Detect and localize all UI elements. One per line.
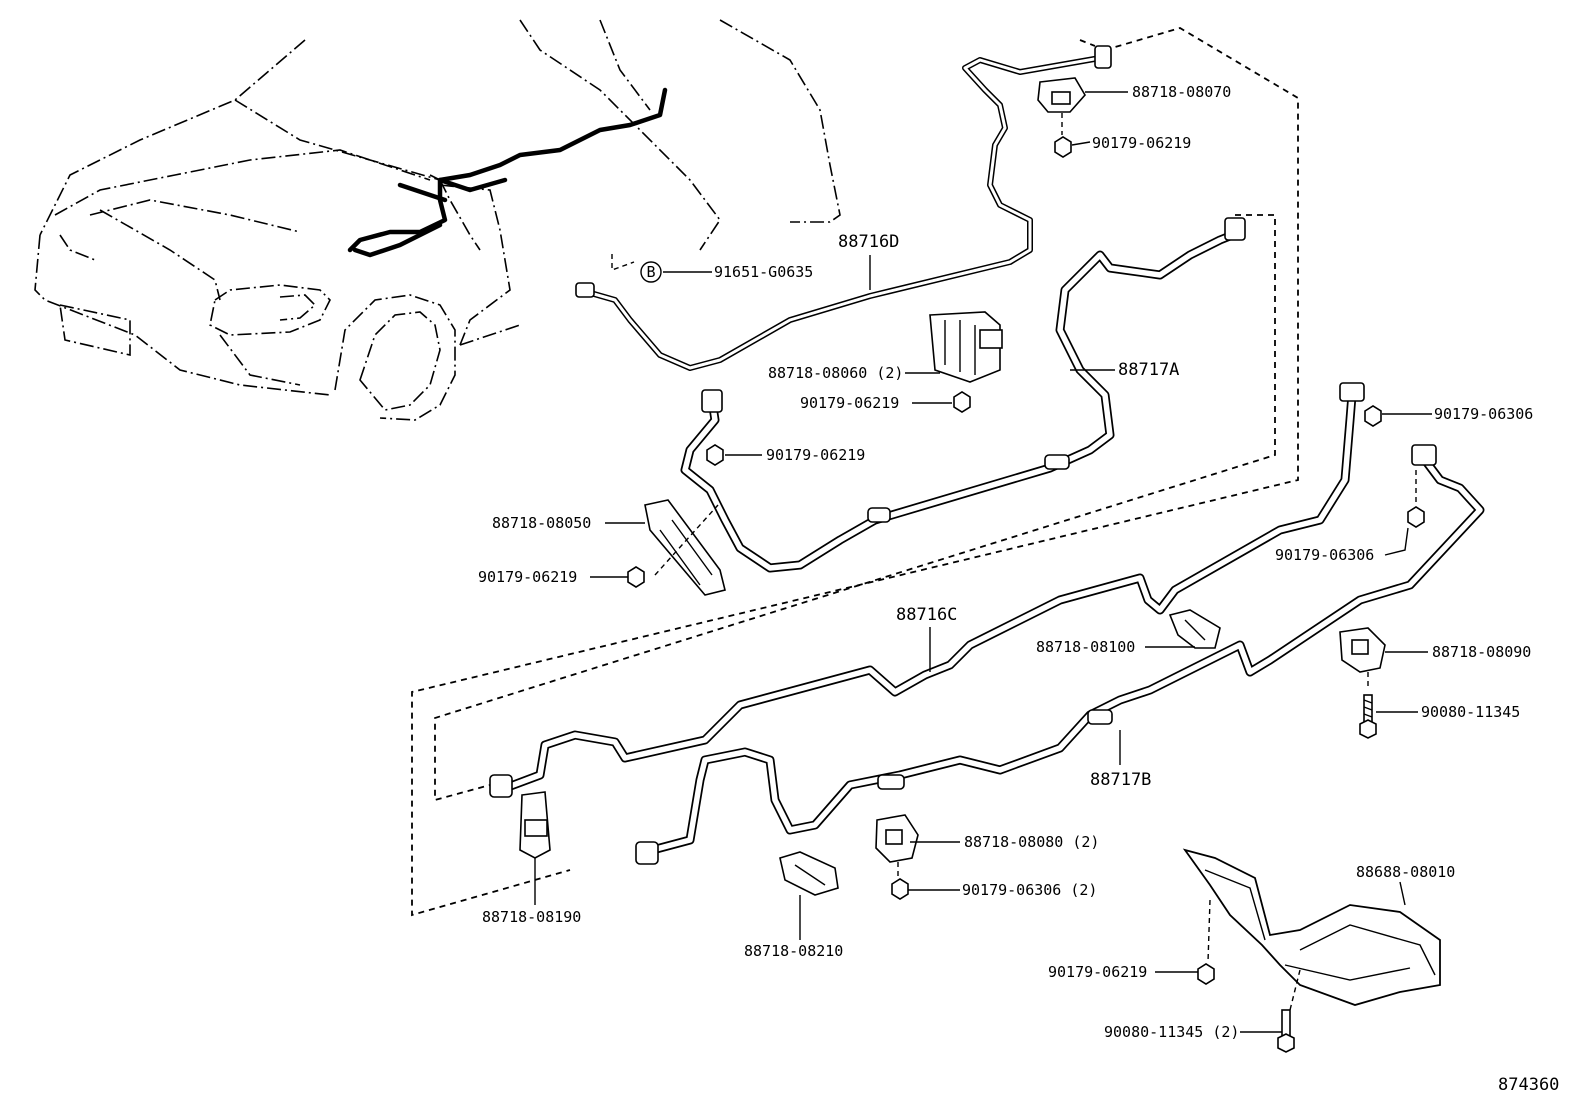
label-88718-08190[interactable]: 88718-08190: [482, 908, 581, 926]
label-90179-06306-a[interactable]: 90179-06306: [1434, 405, 1533, 423]
dash: [654, 504, 719, 576]
label-88718-08090[interactable]: 88718-08090: [1432, 643, 1531, 661]
dash: [1207, 899, 1211, 963]
clamp-88718-08070: [1037, 77, 1086, 113]
label-88718-08050[interactable]: 88718-08050: [492, 514, 591, 532]
label-88717A[interactable]: 88717A: [1118, 360, 1179, 380]
part-labels: 88718-08070 90179-06219 88716D 91651-G06…: [478, 83, 1559, 1095]
label-88718-08070[interactable]: 88718-08070: [1132, 83, 1231, 101]
clamp-88718-08080: [875, 814, 919, 863]
label-88718-08080[interactable]: 88718-08080 (2): [964, 833, 1099, 851]
label-90179-06219-shield[interactable]: 90179-06219: [1048, 963, 1147, 981]
label-91651-G0635[interactable]: 91651-G0635: [714, 263, 813, 281]
label-88717B[interactable]: 88717B: [1090, 770, 1151, 790]
marker-b-label: B: [646, 263, 655, 281]
kit-boundary-outer: [411, 27, 1299, 917]
shield-88688-08010: [1182, 848, 1441, 1006]
bolt-icon: [1359, 694, 1377, 739]
label-90179-06219-left[interactable]: 90179-06219: [766, 446, 865, 464]
dash: [1289, 969, 1301, 1011]
figure-reference-number: 874360: [1498, 1075, 1559, 1095]
label-90179-06306-b[interactable]: 90179-06306: [1275, 546, 1374, 564]
nut-icon: [1364, 405, 1382, 427]
nut-icon: [953, 391, 971, 413]
label-88716C[interactable]: 88716C: [896, 605, 957, 625]
bracket-88718-08050: [644, 499, 726, 596]
nut-icon: [627, 566, 645, 588]
tube-88716D: [575, 45, 1112, 371]
marker-b: B: [640, 261, 662, 283]
tube-88716C: [489, 382, 1365, 798]
kit-boundary-inner: [434, 39, 1276, 802]
bolt-icon: [1277, 1009, 1295, 1053]
label-90080-11345-2[interactable]: 90080-11345 (2): [1104, 1023, 1239, 1041]
tube-88717A: [680, 217, 1246, 573]
nut-icon: [1407, 506, 1425, 528]
label-88718-08060[interactable]: 88718-08060 (2): [768, 364, 903, 382]
nut-icon: [1054, 136, 1072, 158]
bracket-88718-08060: [929, 311, 1003, 383]
label-90179-06219-mid[interactable]: 90179-06219: [800, 394, 899, 412]
label-90080-11345[interactable]: 90080-11345: [1421, 703, 1520, 721]
label-88688-08010[interactable]: 88688-08010: [1356, 863, 1455, 881]
label-90179-06306-c[interactable]: 90179-06306 (2): [962, 881, 1097, 899]
label-88718-08210[interactable]: 88718-08210: [744, 942, 843, 960]
clamp-88718-08210: [779, 851, 839, 896]
nut-icon: [706, 444, 724, 466]
leader-lines: [534, 91, 1432, 1033]
label-90179-06219-low[interactable]: 90179-06219: [478, 568, 577, 586]
clamp-88718-08090: [1339, 627, 1386, 673]
label-90179-06219-top[interactable]: 90179-06219: [1092, 134, 1191, 152]
label-88716D[interactable]: 88716D: [838, 232, 899, 252]
marker-b-dash: [611, 254, 635, 271]
vehicle-outline: [34, 19, 841, 421]
clamp-88718-08190: [519, 791, 551, 859]
nut-icon: [891, 878, 909, 900]
wire-harness: [347, 87, 668, 258]
label-88718-08100[interactable]: 88718-08100: [1036, 638, 1135, 656]
nut-icon: [1197, 963, 1215, 985]
clamp-88718-08100: [1168, 609, 1221, 649]
tube-88717B: [635, 444, 1485, 865]
